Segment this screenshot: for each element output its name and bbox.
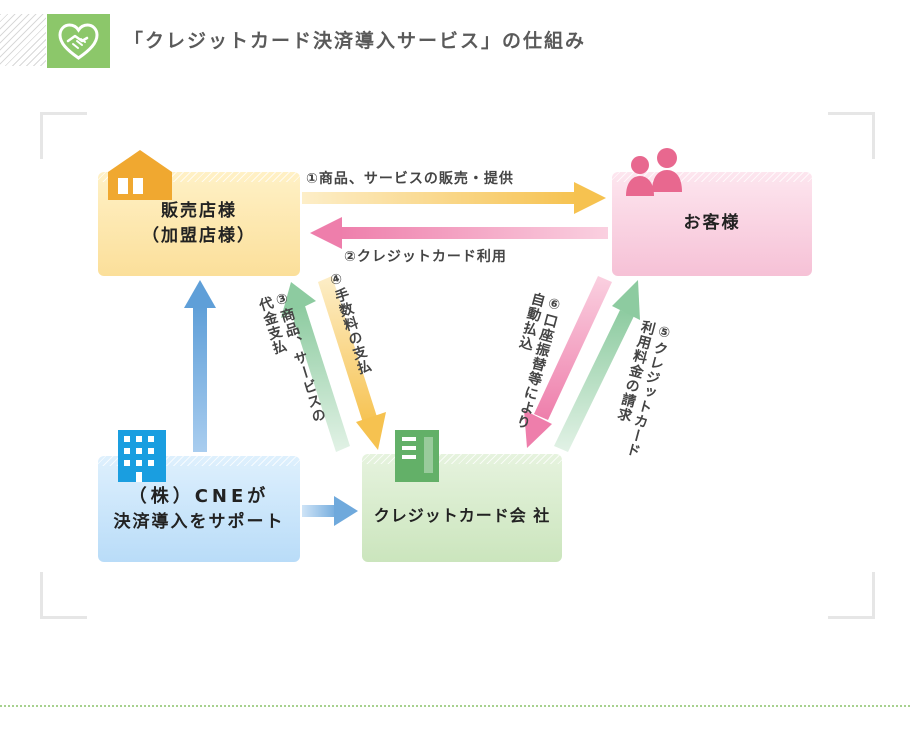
shop-label-line2: （加盟店様） <box>142 226 256 246</box>
flow-label-sales: ①商品、サービスの販売・提供 <box>306 171 514 187</box>
people-icon <box>626 148 682 196</box>
card-company-label: クレジットカード会 社 <box>373 506 551 525</box>
cne-label-line1: （株）CNEが <box>128 485 270 507</box>
arrow-sales <box>302 182 606 214</box>
bottom-divider <box>0 705 910 707</box>
title-stripes <box>0 14 46 66</box>
handshake-icon <box>47 14 110 68</box>
arrow-cne-to-card <box>302 496 358 526</box>
arrow-billing <box>554 280 640 452</box>
cne-label-line2: 決済導入をサポート <box>113 511 285 532</box>
shop-label-line1: 販売店様 <box>161 200 237 221</box>
arrow-auto-debit <box>524 276 612 448</box>
arrow-card-use <box>310 217 608 249</box>
building-icon <box>118 430 166 482</box>
arrow-payment-to-shop <box>281 282 350 452</box>
customer-label: お客様 <box>683 213 741 234</box>
office-icon <box>395 430 439 482</box>
frame-corner-bottom-right <box>828 572 875 619</box>
frame-corner-top-left <box>40 112 87 159</box>
page-title: 「クレジットカード決済導入サービス」の仕組み <box>124 30 587 52</box>
arrow-fee <box>318 276 386 450</box>
node-customer: お客様 <box>612 172 812 276</box>
flow-label-card-use: ②クレジットカード利用 <box>344 249 507 265</box>
arrow-cne-to-shop <box>184 280 216 452</box>
frame-corner-top-right <box>828 112 875 159</box>
shop-icon <box>108 150 172 200</box>
frame-corner-bottom-left <box>40 572 87 619</box>
